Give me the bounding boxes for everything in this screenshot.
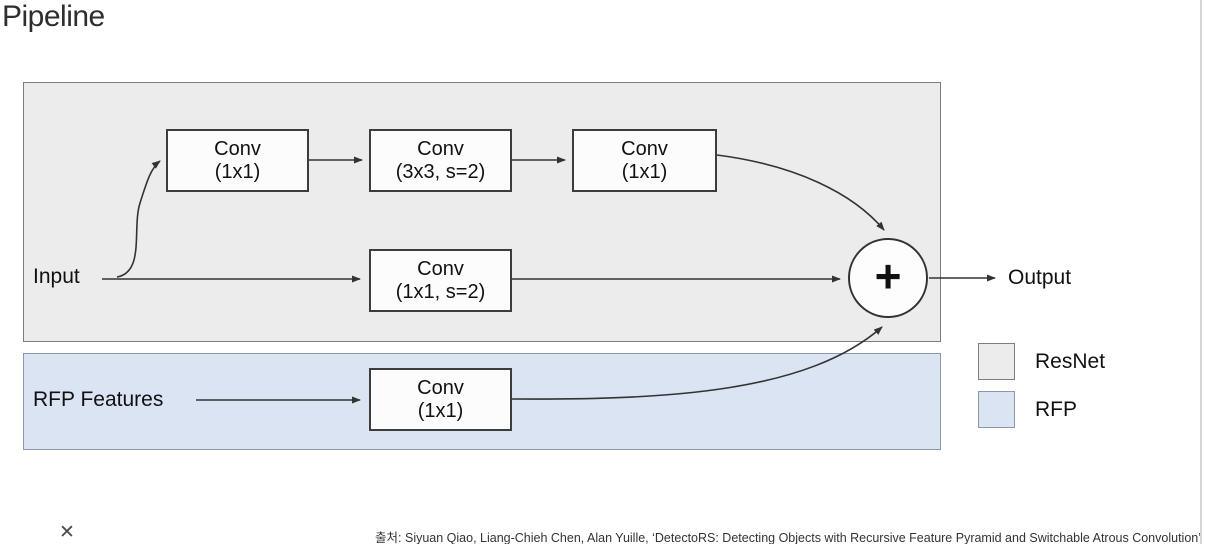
conv-box-1x1-top-left: Conv (1x1) <box>166 129 309 192</box>
legend-label-resnet: ResNet <box>1035 349 1106 373</box>
rfp-color-swatch <box>978 391 1015 428</box>
conv-box-params: (1x1) <box>417 399 464 422</box>
conv-box-params: (3x3, s=2) <box>395 160 486 183</box>
conv-box-params: (1x1) <box>621 160 668 183</box>
citation-text: 출처: Siyuan Qiao, Liang-Chieh Chen, Alan … <box>375 531 1201 544</box>
input-label: Input <box>33 265 80 288</box>
legend: ResNet RFP <box>978 343 1158 439</box>
plus-icon: + <box>874 250 902 302</box>
conv-box-label: Conv <box>417 258 464 281</box>
window-right-edge <box>1200 0 1202 544</box>
legend-item-rfp: RFP <box>978 391 1158 428</box>
conv-box-params: (1x1) <box>214 160 261 183</box>
conv-box-1x1-s2-skip: Conv (1x1, s=2) <box>369 249 512 312</box>
page-title: Pipeline <box>2 0 105 33</box>
close-icon[interactable]: ✕ <box>59 521 75 543</box>
conv-box-label: Conv <box>621 138 668 161</box>
conv-box-params: (1x1, s=2) <box>395 280 486 303</box>
rfp-features-label: RFP Features <box>33 388 164 411</box>
conv-box-label: Conv <box>417 138 464 161</box>
resnet-color-swatch <box>978 343 1015 380</box>
conv-box-1x1-rfp: Conv (1x1) <box>369 368 512 431</box>
output-label: Output <box>1008 266 1072 289</box>
conv-box-label: Conv <box>417 377 464 400</box>
conv-box-3x3-s2: Conv (3x3, s=2) <box>369 129 512 192</box>
conv-box-label: Conv <box>214 138 261 161</box>
sum-node: + <box>848 238 928 318</box>
legend-label-rfp: RFP <box>1035 397 1077 421</box>
legend-item-resnet: ResNet <box>978 343 1158 380</box>
conv-box-1x1-top-right: Conv (1x1) <box>572 129 717 192</box>
